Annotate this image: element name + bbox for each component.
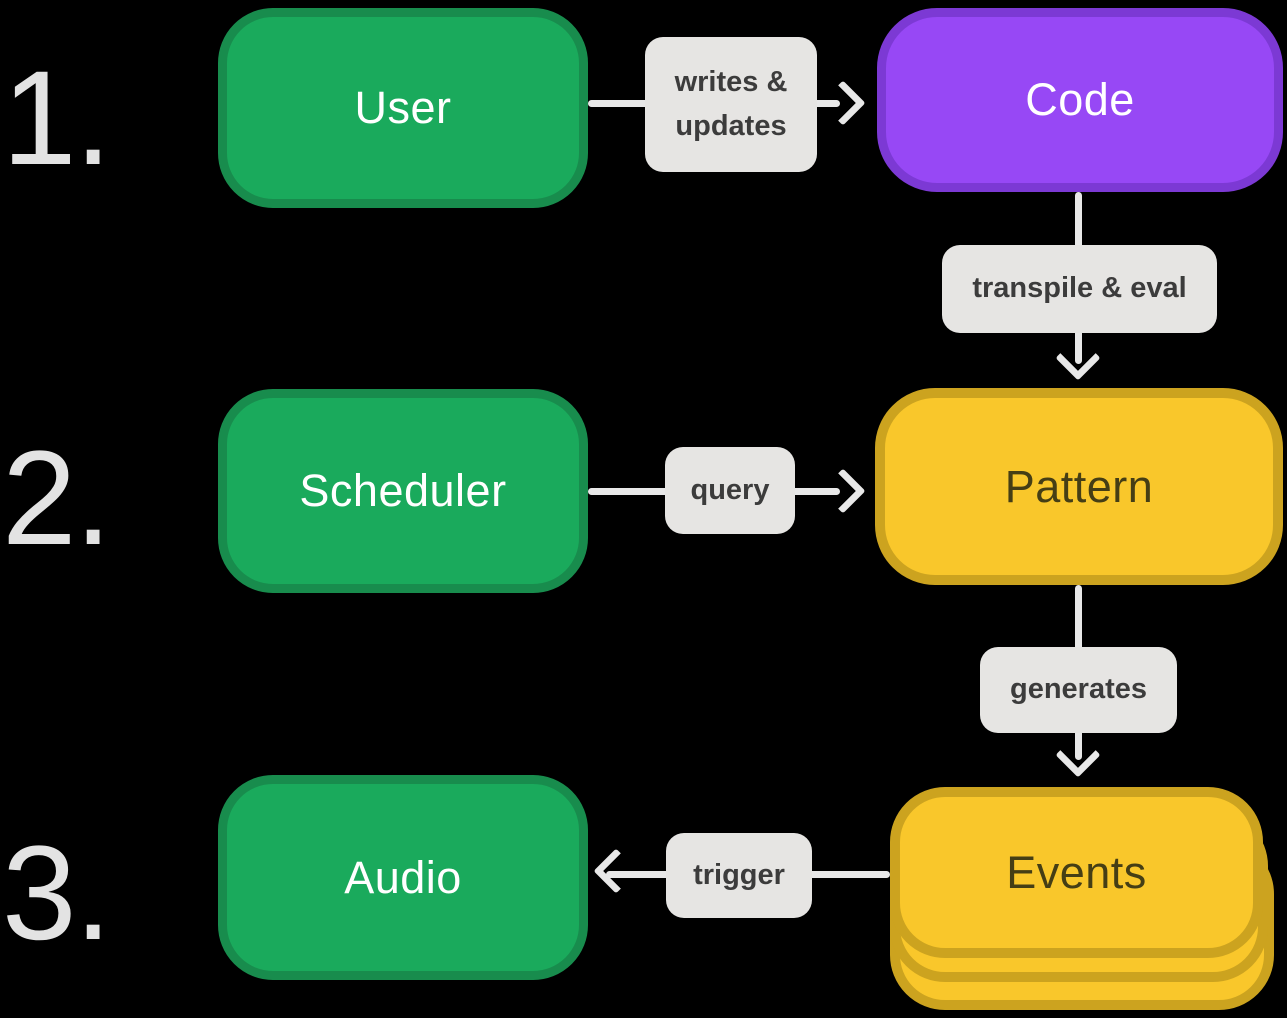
node-code: Code — [877, 8, 1283, 192]
node-scheduler: Scheduler — [218, 389, 588, 593]
edge-label-transpile-eval: transpile & eval — [942, 245, 1217, 333]
arrow-head-down-icon — [1055, 335, 1101, 381]
arrow-head-left-icon — [593, 848, 639, 894]
edge-label-query: query — [665, 447, 795, 534]
arrow-head-down-icon — [1055, 732, 1101, 778]
arrow-head-right-icon — [820, 80, 866, 126]
arrow-head-right-icon — [820, 468, 866, 514]
node-user: User — [218, 8, 588, 208]
node-events-stack: Events — [890, 787, 1287, 1018]
edge-label-writes-updates: writes & updates — [645, 37, 817, 172]
edge-label-trigger: trigger — [666, 833, 812, 918]
step-number-2: 2. — [2, 424, 112, 573]
step-number-3: 3. — [2, 819, 112, 968]
edge-label-generates: generates — [980, 647, 1177, 733]
step-number-1: 1. — [2, 44, 112, 193]
node-pattern: Pattern — [875, 388, 1283, 585]
node-events: Events — [890, 787, 1263, 958]
node-audio: Audio — [218, 775, 588, 980]
